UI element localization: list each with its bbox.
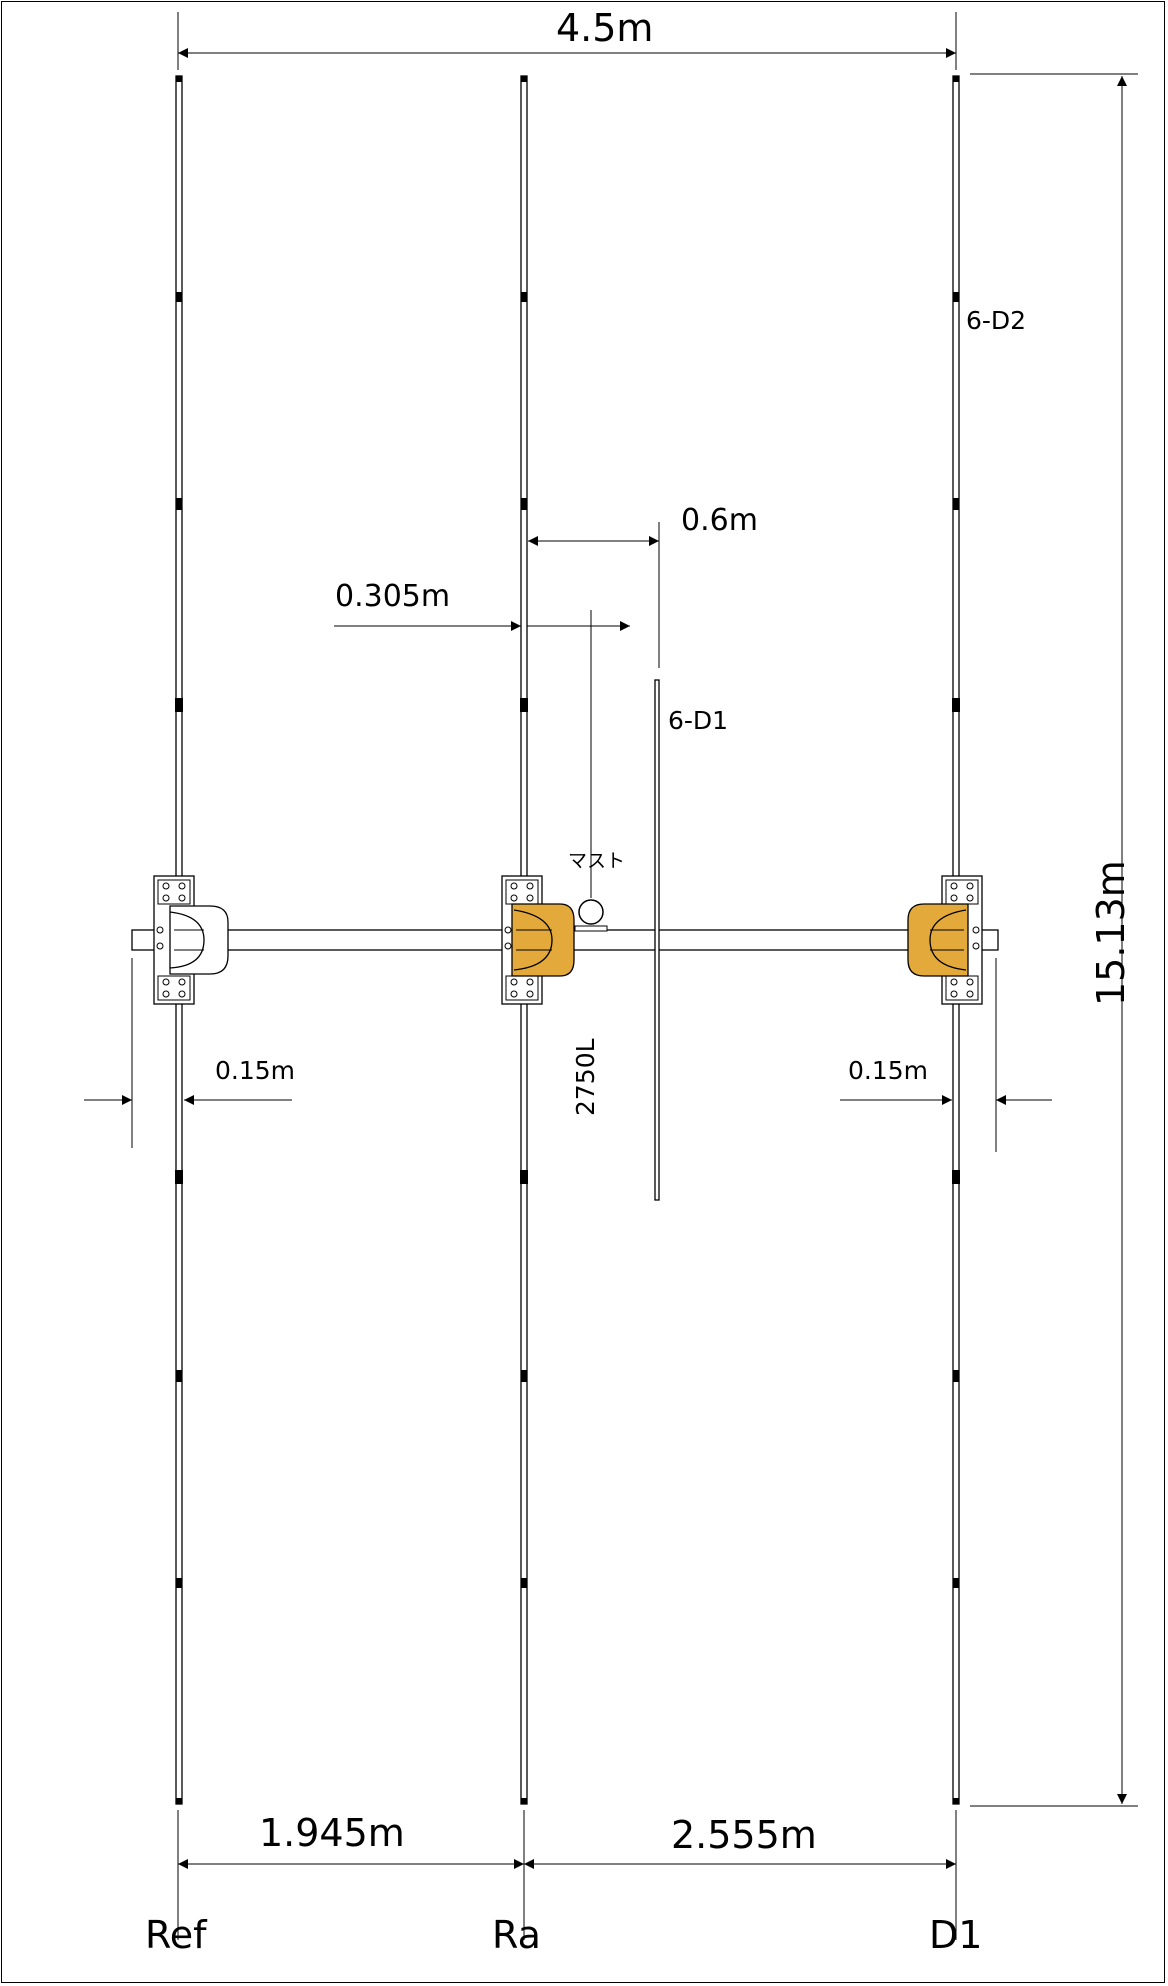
label-mast: マスト (568, 850, 626, 872)
mount-ra (501, 875, 575, 1005)
dimension-element-length (970, 73, 1138, 1807)
dimension-total-length (177, 12, 957, 70)
dimension-ra-to-mast (334, 610, 630, 898)
label-ra-to-d1: 2.555m (671, 1813, 817, 1857)
label-element-d2: 6-D2 (966, 306, 1027, 335)
mount-d1 (907, 875, 983, 1005)
element-6-d1 (654, 679, 660, 1201)
label-ref: Ref (145, 1913, 207, 1957)
label-d1: D1 (929, 1913, 983, 1957)
dimension-d1-boom-end (840, 958, 1052, 1152)
label-element-6-d1: 6-D1 (668, 706, 729, 735)
label-small-director-length: 2750L (571, 1038, 600, 1116)
dimension-spacing (177, 1810, 957, 1940)
label-ra-to-mast: 0.305m (335, 579, 451, 614)
label-d1-boom-end: 0.15m (848, 1056, 929, 1085)
label-ra-to-d1-small: 0.6m (681, 503, 758, 538)
label-ra: Ra (492, 1913, 541, 1957)
dimension-ref-boom-end (84, 958, 292, 1148)
dimension-ra-to-d1-small (528, 522, 660, 668)
label-total-length: 4.5m (556, 6, 654, 50)
label-ref-to-ra: 1.945m (259, 1811, 405, 1855)
mast (574, 899, 608, 932)
label-ref-boom-end: 0.15m (215, 1056, 296, 1085)
label-element-length: 15.13m (1089, 860, 1133, 1006)
mount-ref (153, 875, 229, 1005)
